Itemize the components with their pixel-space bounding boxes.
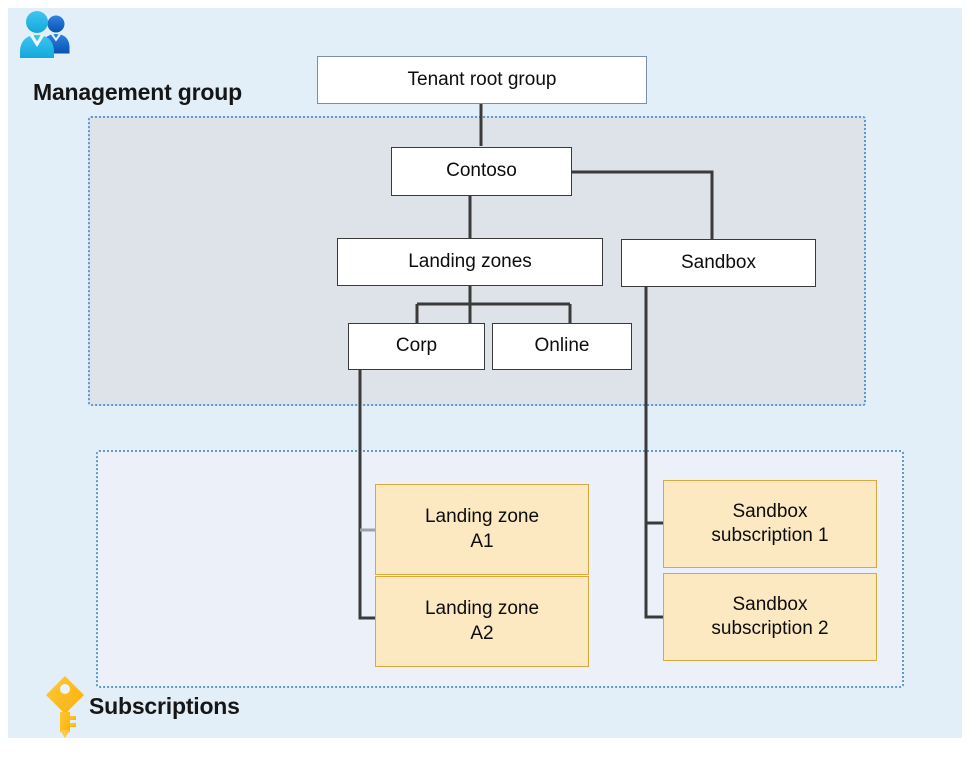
node-landing-zone-a2-line2: A2: [470, 622, 494, 644]
node-sandbox-subscription-2-line2: subscription 2: [711, 618, 829, 639]
node-sandbox-subscription-2-line1: Sandbox: [732, 593, 808, 615]
node-online[interactable]: Online: [492, 323, 632, 370]
key-icon: [46, 676, 84, 738]
node-landing-zone-a1[interactable]: Landing zone A1: [375, 484, 589, 575]
node-sandbox-subscription-1-line1: Sandbox: [732, 500, 808, 522]
node-sandbox-subscription-1-line2: subscription 1: [711, 525, 829, 546]
node-landing-zone-a2[interactable]: Landing zone A2: [375, 576, 589, 667]
node-landing-zone-a2-line1: Landing zone: [424, 598, 540, 620]
node-sandbox-subscription-2[interactable]: Sandbox subscription 2: [663, 573, 877, 661]
node-landing-zones[interactable]: Landing zones: [337, 238, 603, 286]
people-icon: [20, 11, 70, 58]
subscriptions-label: Subscriptions: [89, 693, 240, 719]
node-landing-zone-a1-line1: Landing zone: [424, 506, 540, 528]
node-contoso[interactable]: Contoso: [391, 147, 572, 196]
node-sandbox-subscription-1[interactable]: Sandbox subscription 1: [663, 480, 877, 568]
management-group-label: Management group: [33, 79, 242, 105]
node-tenant-root-group[interactable]: Tenant root group: [317, 56, 647, 104]
connector-sandbox-to-sub2: [644, 287, 664, 619]
node-landing-zone-a1-line2: A1: [470, 530, 494, 552]
connector-corp-to-lz-a2: [358, 370, 377, 620]
node-sandbox[interactable]: Sandbox: [621, 239, 816, 287]
node-corp[interactable]: Corp: [348, 323, 485, 370]
connector-contoso-to-sandbox: [571, 170, 714, 239]
